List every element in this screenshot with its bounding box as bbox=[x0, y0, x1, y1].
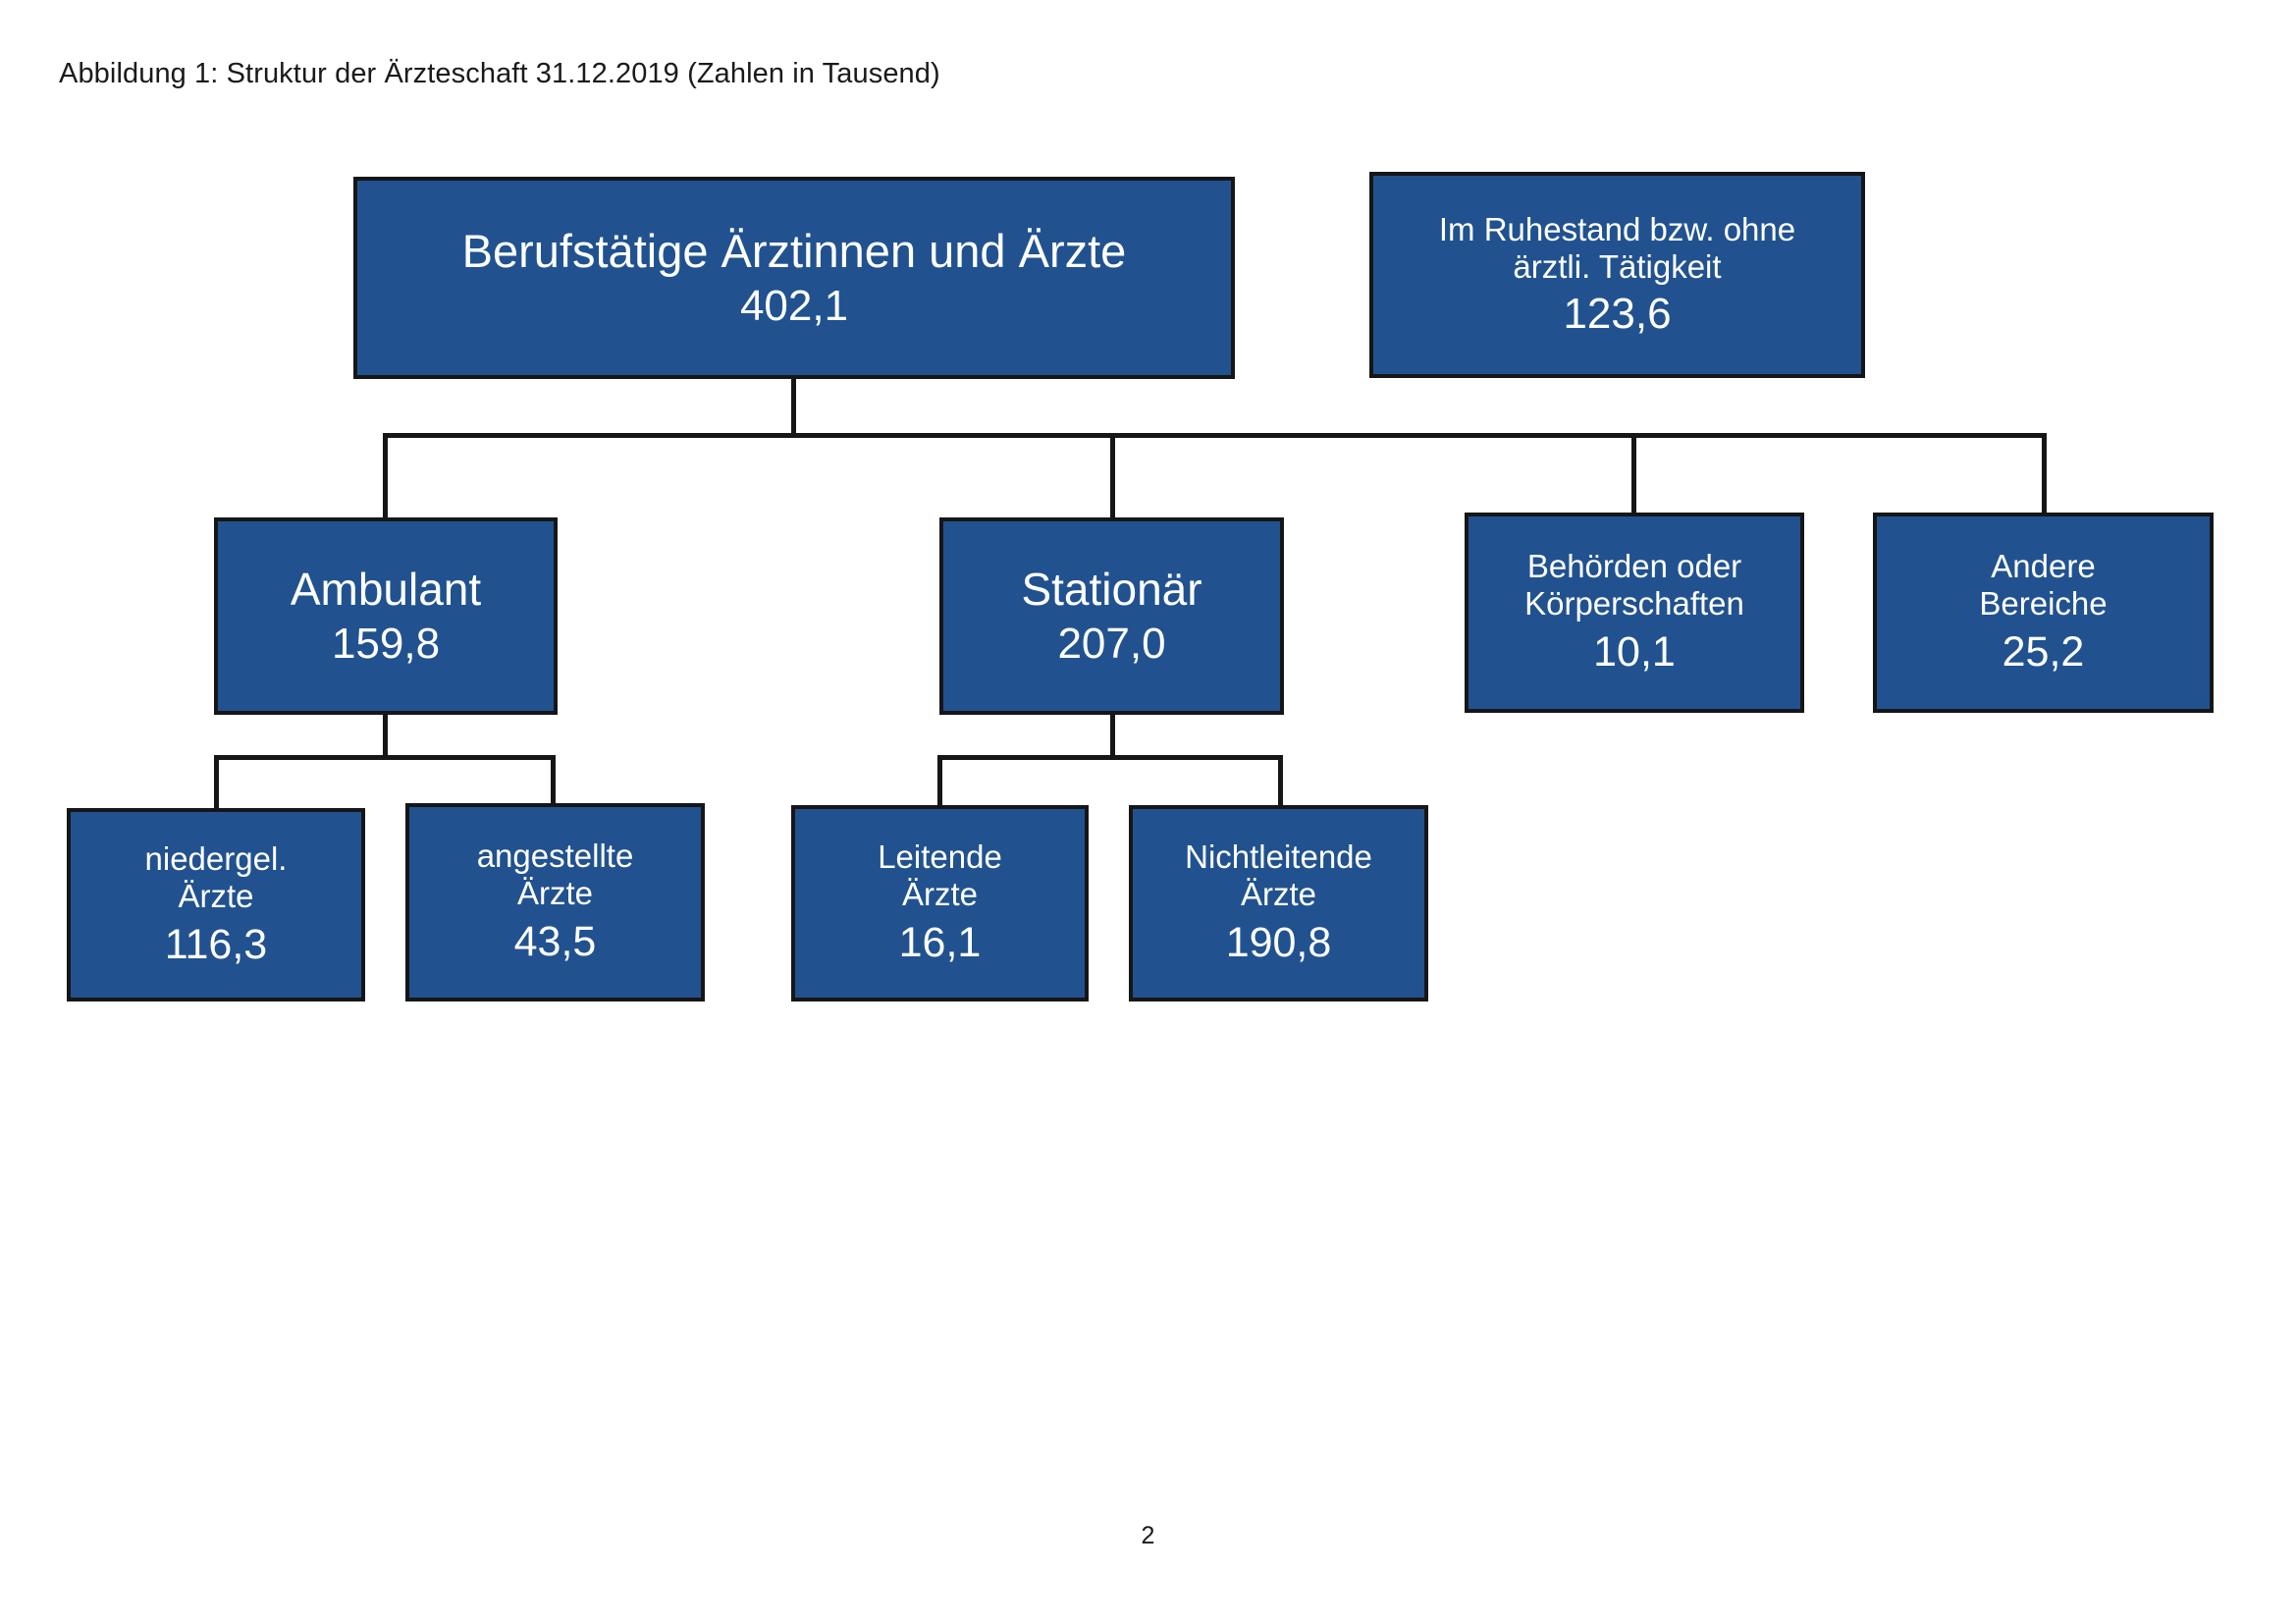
node-leitende-aerzte[interactable]: Leitende Ärzte 16,1 bbox=[791, 805, 1089, 1001]
node-niedergelassene-aerzte[interactable]: niedergel. Ärzte 116,3 bbox=[67, 808, 365, 1001]
node-label: Ambulant bbox=[290, 563, 482, 615]
node-label: Berufstätige Ärztinnen und Ärzte bbox=[461, 224, 1127, 277]
connector-drop-andere bbox=[2042, 433, 2047, 516]
node-label: Behörden oder Körperschaften bbox=[1524, 548, 1744, 623]
node-label: Im Ruhestand bzw. ohne ärztli. Tätigkeit bbox=[1438, 210, 1796, 285]
node-value: 16,1 bbox=[898, 919, 982, 967]
node-value: 25,2 bbox=[2002, 628, 2085, 677]
connector-drop-niedergelassene bbox=[214, 755, 219, 812]
connector-drop-leitende bbox=[937, 755, 942, 812]
connector-drop-ambulant bbox=[383, 433, 388, 521]
node-label: Andere Bereiche bbox=[1979, 548, 2108, 623]
node-value: 10,1 bbox=[1593, 628, 1676, 677]
connector-ambulant-bus bbox=[214, 755, 556, 760]
node-value: 159,8 bbox=[331, 619, 441, 668]
node-value: 43,5 bbox=[513, 918, 597, 966]
connector-drop-stationaer bbox=[1110, 433, 1115, 521]
node-value: 123,6 bbox=[1563, 289, 1672, 338]
connector-stationaer-stem bbox=[1110, 714, 1115, 759]
node-berufstaetige-aerzte[interactable]: Berufstätige Ärztinnen und Ärzte 402,1 bbox=[353, 177, 1235, 379]
node-andere-bereiche[interactable]: Andere Bereiche 25,2 bbox=[1873, 513, 2214, 713]
node-ambulant[interactable]: Ambulant 159,8 bbox=[214, 517, 558, 715]
connector-stationaer-bus bbox=[937, 755, 1283, 760]
connector-drop-behoerden bbox=[1631, 433, 1636, 516]
page-number: 2 bbox=[1141, 1522, 1155, 1549]
node-label: Nichtleitende Ärzte bbox=[1185, 839, 1372, 913]
connector-ambulant-stem bbox=[383, 714, 388, 759]
node-label: niedergel. Ärzte bbox=[144, 839, 288, 914]
node-nichtleitende-aerzte[interactable]: Nichtleitende Ärzte 190,8 bbox=[1129, 805, 1428, 1001]
figure-caption: Abbildung 1: Struktur der Ärzteschaft 31… bbox=[59, 58, 940, 89]
node-label: angestellte Ärzte bbox=[476, 838, 634, 912]
connector-root-stem bbox=[791, 378, 796, 437]
node-angestellte-aerzte[interactable]: angestellte Ärzte 43,5 bbox=[405, 803, 705, 1001]
node-value: 116,3 bbox=[164, 920, 268, 968]
node-im-ruhestand[interactable]: Im Ruhestand bzw. ohne ärztli. Tätigkeit… bbox=[1369, 172, 1865, 378]
node-value: 207,0 bbox=[1057, 619, 1166, 668]
node-label: Stationär bbox=[1021, 563, 1202, 615]
node-value: 190,8 bbox=[1225, 919, 1332, 967]
node-behoerden-koerperschaften[interactable]: Behörden oder Körperschaften 10,1 bbox=[1465, 513, 1804, 713]
node-value: 402,1 bbox=[739, 281, 849, 330]
node-label: Leitende Ärzte bbox=[878, 839, 1002, 913]
connector-level2-bus bbox=[383, 433, 2047, 438]
connector-drop-angestellte bbox=[551, 755, 556, 812]
node-stationaer[interactable]: Stationär 207,0 bbox=[939, 517, 1284, 715]
connector-drop-nichtleitende bbox=[1278, 755, 1283, 812]
